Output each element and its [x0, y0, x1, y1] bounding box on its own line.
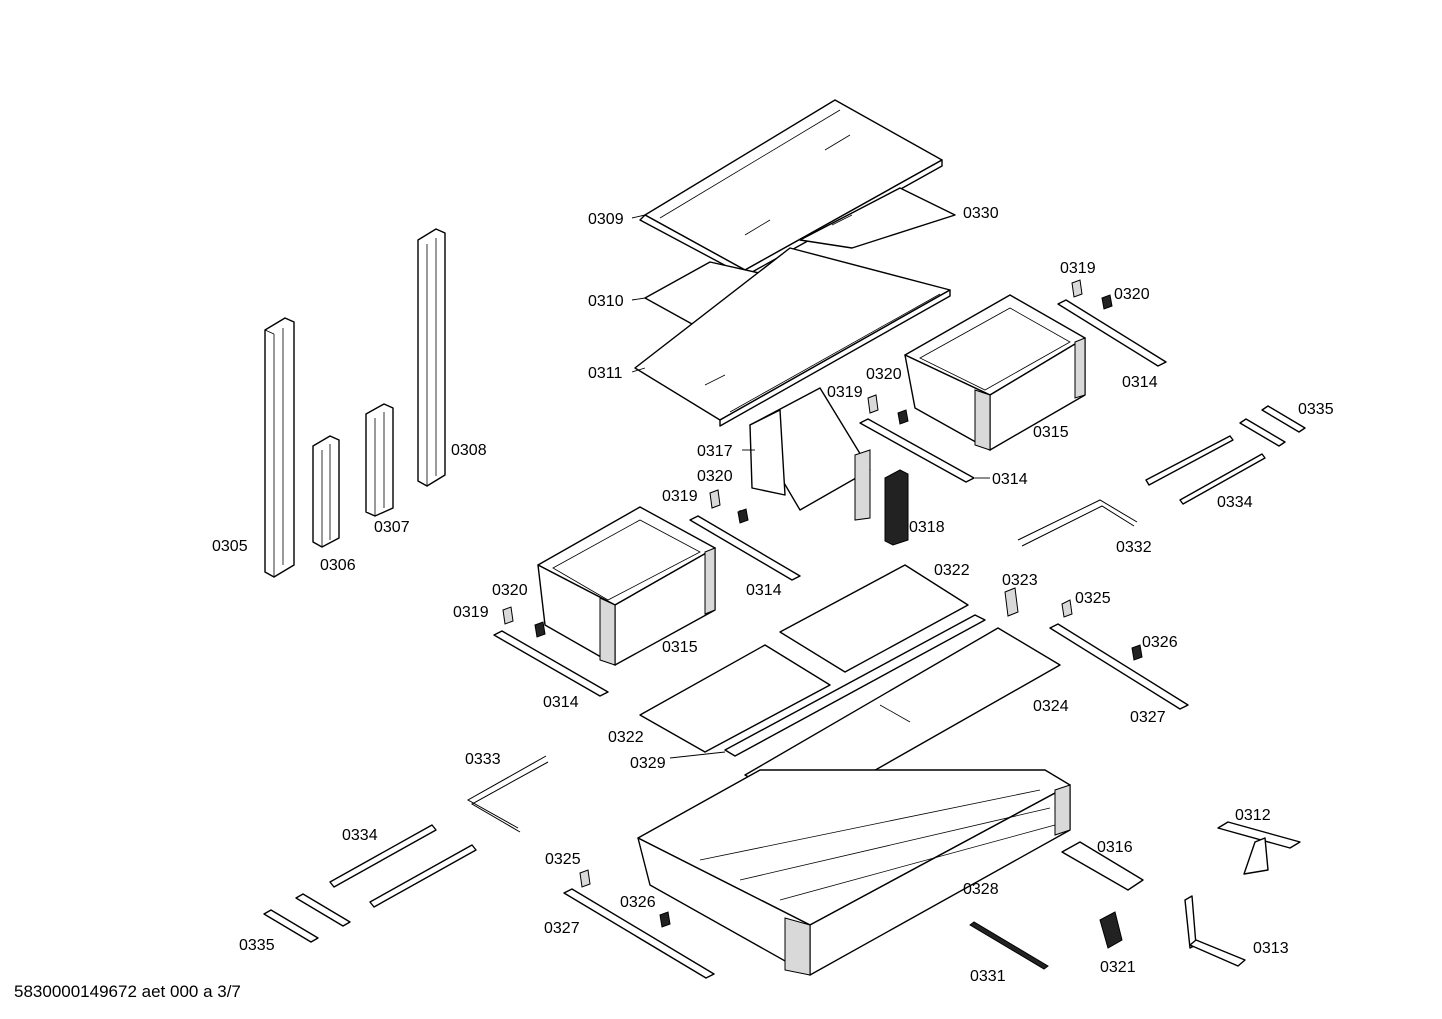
part-0333-bracket[interactable]: [466, 755, 549, 833]
label-0314-d: 0314: [543, 694, 579, 711]
label-0311: 0311: [588, 365, 623, 382]
label-0310: 0310: [588, 293, 624, 310]
label-0314-c: 0314: [746, 582, 782, 599]
part-0305-post[interactable]: [264, 317, 295, 578]
label-0330: 0330: [963, 205, 999, 222]
part-0313-bracket[interactable]: [1184, 895, 1246, 967]
leader-lines: [631, 214, 990, 759]
part-0329-rail-cover[interactable]: [724, 614, 986, 757]
label-0332: 0332: [1116, 539, 1152, 556]
label-0321: 0321: [1100, 959, 1136, 976]
part-0321-clip[interactable]: [1099, 911, 1123, 949]
part-0307-post[interactable]: [365, 403, 394, 517]
part-0334-bar-right[interactable]: [1145, 435, 1266, 505]
part-0311-shelf-frame[interactable]: [634, 247, 951, 427]
part-0331-rod[interactable]: [969, 921, 1049, 970]
label-0320-d: 0320: [492, 582, 528, 599]
label-0329: 0329: [630, 755, 666, 772]
part-0315-drawer-upper[interactable]: [904, 294, 1086, 451]
part-0327-rail-right[interactable]: [1049, 623, 1189, 710]
label-0326-b: 0326: [620, 894, 656, 911]
label-0319-b: 0319: [827, 384, 863, 401]
label-0305: 0305: [212, 538, 248, 555]
part-0320-clip-b[interactable]: [897, 409, 909, 425]
part-0314-rail-c[interactable]: [689, 515, 801, 581]
part-0328-drawer-bottom[interactable]: [637, 769, 1071, 976]
part-0316-bar[interactable]: [1061, 841, 1144, 891]
label-0312: 0312: [1235, 807, 1271, 824]
part-0326-clip-b[interactable]: [659, 911, 671, 928]
label-0306: 0306: [320, 557, 356, 574]
label-0319-d: 0319: [453, 604, 489, 621]
label-0320-a: 0320: [1114, 286, 1150, 303]
part-0318-post-small[interactable]: [884, 469, 909, 546]
label-0314-b: 0314: [992, 471, 1028, 488]
label-0308: 0308: [451, 442, 487, 459]
part-0322-cover-lower[interactable]: [639, 644, 831, 753]
label-0331: 0331: [970, 968, 1006, 985]
label-0325-a: 0325: [1075, 590, 1111, 607]
part-0317-divider-panel[interactable]: [749, 387, 871, 521]
label-0309: 0309: [588, 211, 624, 228]
label-0307: 0307: [374, 519, 410, 536]
label-0316: 0316: [1097, 839, 1133, 856]
label-0334-b: 0334: [342, 827, 378, 844]
part-0320-clip-a[interactable]: [1101, 294, 1113, 310]
part-0326-clip-a[interactable]: [1131, 644, 1143, 661]
part-0319-clip-a[interactable]: [1071, 279, 1083, 298]
label-0333: 0333: [465, 751, 501, 768]
label-0320-b: 0320: [866, 366, 902, 383]
part-0322-cover-upper[interactable]: [779, 564, 969, 673]
part-0312-bracket[interactable]: [1217, 821, 1301, 875]
label-0335-a: 0335: [1298, 401, 1334, 418]
part-0320-clip-d[interactable]: [534, 621, 546, 638]
part-0319-clip-c[interactable]: [709, 489, 721, 509]
part-0319-clip-d[interactable]: [502, 606, 514, 625]
label-0324: 0324: [1033, 698, 1069, 715]
label-0327-a: 0327: [1130, 709, 1166, 726]
label-0318: 0318: [909, 519, 945, 536]
part-0308-post[interactable]: [417, 228, 446, 487]
part-0314-rail-b[interactable]: [859, 418, 975, 483]
part-0330-glass-plate[interactable]: [799, 187, 956, 249]
part-0314-rail-d[interactable]: [493, 630, 609, 697]
label-0317: 0317: [697, 443, 733, 460]
label-0313: 0313: [1253, 940, 1289, 957]
part-0332-bracket[interactable]: [1017, 499, 1138, 547]
label-0315-b: 0315: [662, 639, 698, 656]
label-0314-a: 0314: [1122, 374, 1158, 391]
part-0319-clip-b[interactable]: [867, 394, 879, 414]
part-0323-clip[interactable]: [1004, 587, 1019, 617]
label-0322-b: 0322: [608, 729, 644, 746]
part-0314-rail-a[interactable]: [1057, 299, 1167, 367]
label-0327-b: 0327: [544, 920, 580, 937]
label-0334-a: 0334: [1217, 494, 1253, 511]
label-0322-a: 0322: [934, 562, 970, 579]
document-footer-code: 5830000149672 aet 000 a 3/7: [14, 982, 241, 1001]
label-0315-a: 0315: [1033, 424, 1069, 441]
part-0325-clip-b[interactable]: [579, 869, 591, 888]
label-0323: 0323: [1002, 572, 1038, 589]
label-0335-b: 0335: [239, 937, 275, 954]
part-0315-drawer-lower[interactable]: [537, 506, 716, 666]
label-0326-a: 0326: [1142, 634, 1178, 651]
part-0325-clip-a[interactable]: [1061, 599, 1073, 618]
part-labels: 0305 0306 0307 0308 0309 0330 0310 0311 …: [212, 205, 1334, 985]
part-0334-bar-left[interactable]: [329, 824, 477, 908]
part-0320-clip-c[interactable]: [737, 508, 749, 524]
label-0325-b: 0325: [545, 851, 581, 868]
part-0306-post[interactable]: [312, 435, 340, 548]
part-0335-bar-right[interactable]: [1239, 405, 1306, 447]
label-0328: 0328: [963, 881, 999, 898]
label-0319-c: 0319: [662, 488, 698, 505]
part-0335-bar-left[interactable]: [263, 893, 351, 943]
label-0319-a: 0319: [1060, 260, 1096, 277]
label-0320-c: 0320: [697, 468, 733, 485]
part-0327-rail-left[interactable]: [563, 888, 715, 979]
